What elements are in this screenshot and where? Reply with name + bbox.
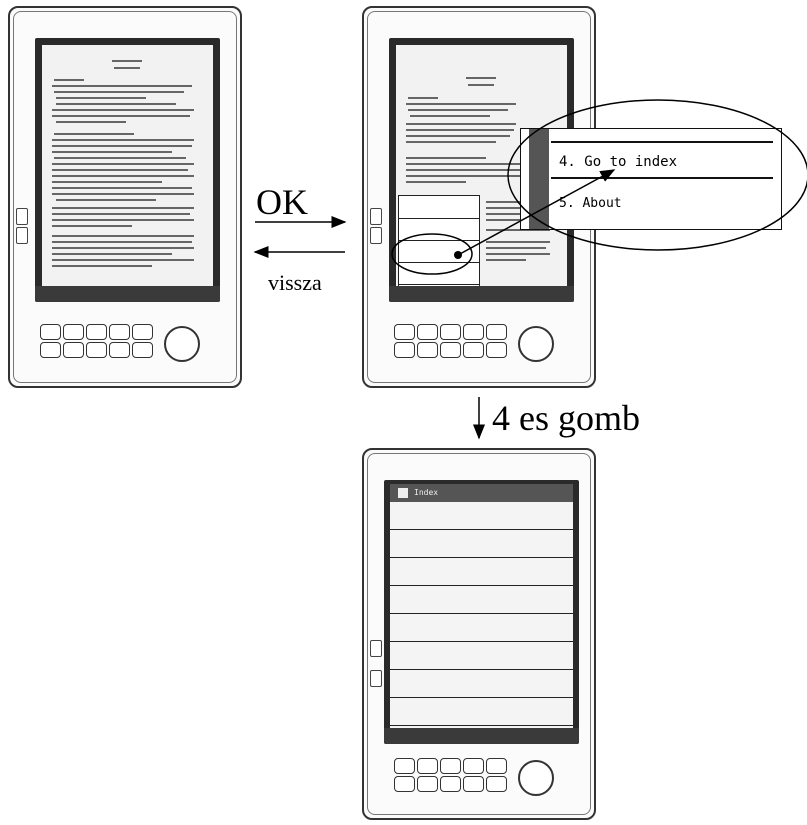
key-4[interactable] <box>109 324 130 340</box>
status-bar <box>384 728 579 744</box>
key-0[interactable] <box>132 342 153 358</box>
key-3[interactable] <box>440 758 461 774</box>
keypad <box>394 758 574 798</box>
key-3[interactable] <box>440 324 461 340</box>
key-2[interactable] <box>63 324 84 340</box>
key-7[interactable] <box>63 342 84 358</box>
status-bar <box>389 286 574 302</box>
menu-item-go-to-index[interactable] <box>399 262 479 285</box>
key-0[interactable] <box>486 776 507 792</box>
page-up-button[interactable] <box>370 640 382 657</box>
index-header-icon <box>398 488 408 498</box>
key-8[interactable] <box>86 342 107 358</box>
navigation-pad[interactable] <box>518 326 554 362</box>
menu-item[interactable] <box>399 240 479 263</box>
index-item[interactable] <box>390 642 573 670</box>
key-9[interactable] <box>109 342 130 358</box>
status-bar <box>35 286 220 302</box>
menu-item[interactable] <box>399 218 479 241</box>
page-down-button[interactable] <box>16 227 28 244</box>
key-1[interactable] <box>40 324 61 340</box>
key-9[interactable] <box>463 342 484 358</box>
key-8[interactable] <box>440 776 461 792</box>
key-2[interactable] <box>417 758 438 774</box>
key-9[interactable] <box>463 776 484 792</box>
navigation-pad[interactable] <box>518 760 554 796</box>
index-screen: Index <box>390 484 573 728</box>
key-0[interactable] <box>486 342 507 358</box>
popup-menu <box>398 195 480 286</box>
index-header: Index <box>390 484 573 502</box>
key-5[interactable] <box>486 324 507 340</box>
key-7[interactable] <box>417 776 438 792</box>
ok-label: OK <box>256 182 308 222</box>
key-1[interactable] <box>394 758 415 774</box>
zoom-menu-item-5[interactable]: 5. About <box>559 196 622 211</box>
ereader-device-left <box>8 6 242 388</box>
index-item[interactable] <box>390 586 573 614</box>
index-item[interactable] <box>390 558 573 586</box>
key-4[interactable] <box>463 758 484 774</box>
index-title: Index <box>414 488 439 497</box>
key-6[interactable] <box>40 342 61 358</box>
keypad <box>40 324 220 364</box>
key-3[interactable] <box>86 324 107 340</box>
device-bottom-screen: Index <box>384 480 579 744</box>
index-item[interactable] <box>390 670 573 698</box>
key-4[interactable] <box>463 324 484 340</box>
back-label: vissza <box>268 270 322 295</box>
key-7[interactable] <box>417 342 438 358</box>
index-item[interactable] <box>390 530 573 558</box>
page-up-button[interactable] <box>370 208 382 225</box>
key-1[interactable] <box>394 324 415 340</box>
zoom-menu-item-4[interactable]: 4. Go to index <box>551 141 773 179</box>
key-2[interactable] <box>417 324 438 340</box>
zoom-left-bar <box>529 129 549 229</box>
zoom-callout: 4. Go to index 5. About <box>520 128 782 230</box>
page-down-button[interactable] <box>370 227 382 244</box>
index-item[interactable] <box>390 614 573 642</box>
document-page <box>42 45 213 286</box>
page-down-button[interactable] <box>370 670 382 687</box>
index-item[interactable] <box>390 502 573 530</box>
key-6[interactable] <box>394 776 415 792</box>
key-5[interactable] <box>132 324 153 340</box>
ereader-device-bottom: Index <box>362 448 596 820</box>
page-up-button[interactable] <box>16 208 28 225</box>
key-5[interactable] <box>486 758 507 774</box>
menu-item[interactable] <box>399 196 479 219</box>
navigation-pad[interactable] <box>164 326 200 362</box>
key-6[interactable] <box>394 342 415 358</box>
button-4-label: 4 es gomb <box>492 398 640 438</box>
key-8[interactable] <box>440 342 461 358</box>
device-left-screen <box>35 38 220 302</box>
keypad <box>394 324 574 364</box>
index-item[interactable] <box>390 698 573 726</box>
